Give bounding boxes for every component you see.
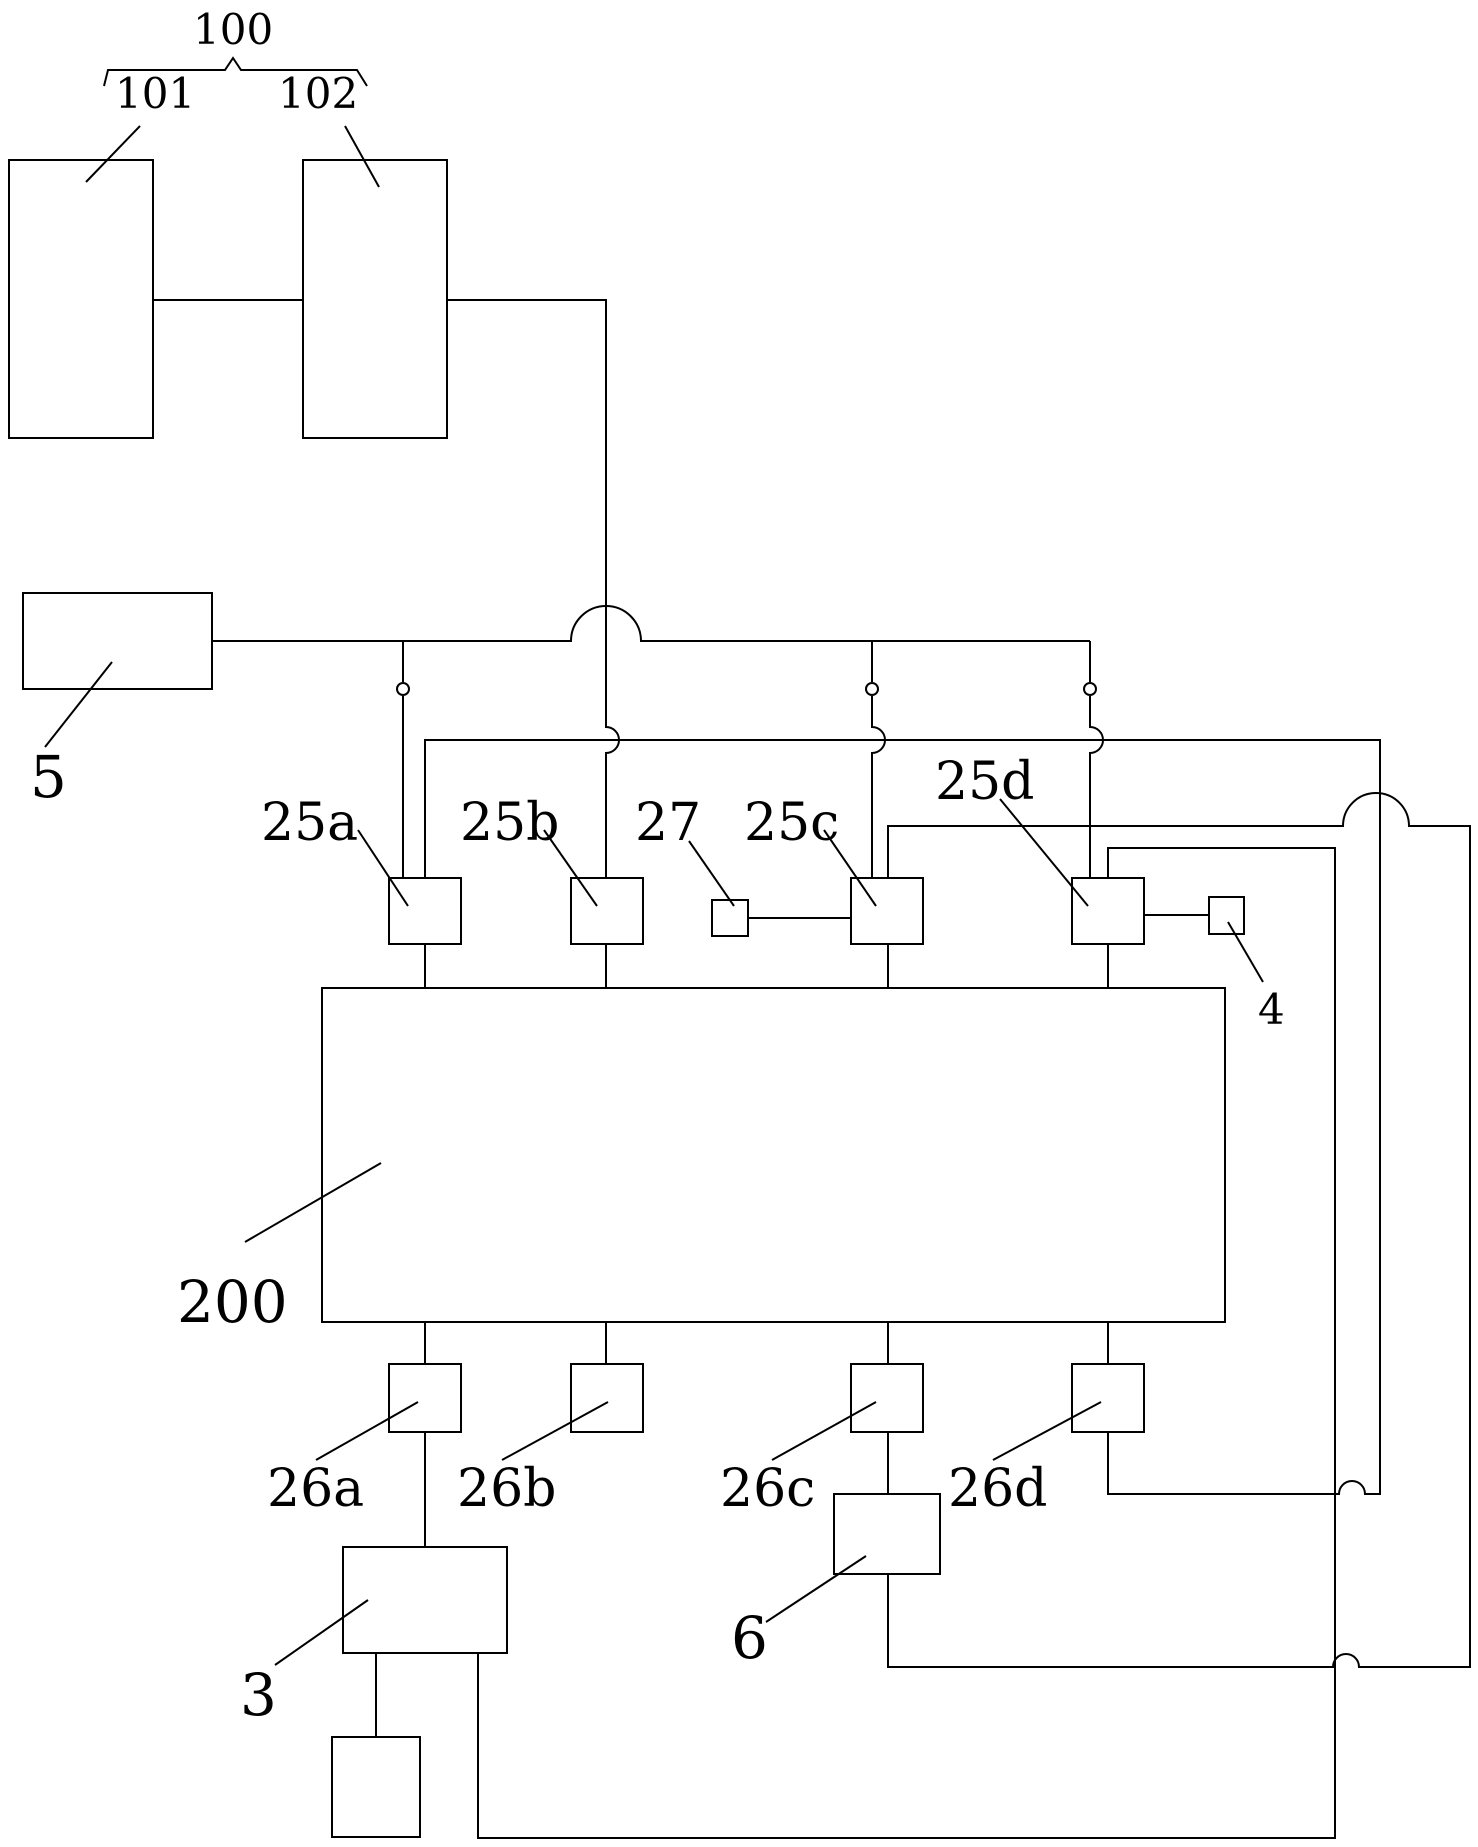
label-25a: 25a [261,793,358,853]
box-4 [1208,896,1245,935]
leader-102 [344,125,380,188]
box-26a [388,1363,462,1433]
wire-25a-loop [424,739,1381,1495]
box-26b [570,1363,644,1433]
label-26a: 26a [267,1459,364,1519]
drop-25d [1089,641,1104,878]
leader-25a [357,829,409,907]
box-101 [8,159,154,439]
brace-100 [103,56,368,87]
label-4: 4 [1258,985,1285,1034]
box-5 [22,592,213,690]
label-102: 102 [278,69,358,118]
leader-26a [315,1401,419,1461]
leader-27 [688,840,735,907]
drop-25c [871,641,886,878]
leader-4 [1227,921,1264,983]
label-101: 101 [115,69,195,118]
box-25c [850,877,924,945]
box-200 [321,987,1226,1323]
leader-26c [771,1401,877,1461]
leader-26d [992,1401,1102,1461]
wire-25d-loop [477,847,1336,1839]
box-3 [342,1546,508,1654]
leader-5 [44,661,113,748]
wire-102-25b [447,299,620,878]
leader-25c [823,829,877,907]
box-26d [1071,1363,1145,1433]
node-25d [1083,682,1097,696]
label-26b: 26b [457,1459,556,1519]
box-27 [711,899,749,937]
leader-25d [999,798,1089,907]
node-25c [865,682,879,696]
box-102 [302,159,448,439]
box-25a [388,877,462,945]
leader-200 [244,1162,382,1243]
leader-101 [85,125,141,183]
label-5: 5 [30,743,67,811]
label-26d: 26d [948,1459,1047,1519]
wire-25c-loop [887,792,1471,1668]
label-200: 200 [177,1268,288,1336]
label-6: 6 [731,1604,768,1672]
label-26c: 26c [720,1459,815,1519]
label-3: 3 [240,1661,277,1729]
box-25d [1071,877,1145,945]
label-25b: 25b [460,793,559,853]
leader-3 [274,1599,369,1666]
leader-6 [765,1555,867,1623]
leader-25b [543,829,598,907]
wire-5-bus [212,605,1090,642]
box-6 [833,1493,941,1575]
box-25b [570,877,644,945]
leader-26b [501,1401,609,1461]
label-25c: 25c [744,793,839,853]
box-tank [331,1736,421,1838]
node-25a [396,682,410,696]
label-27: 27 [635,793,701,853]
box-26c [850,1363,924,1433]
label-100: 100 [193,5,273,54]
label-25d: 25d [935,752,1034,812]
